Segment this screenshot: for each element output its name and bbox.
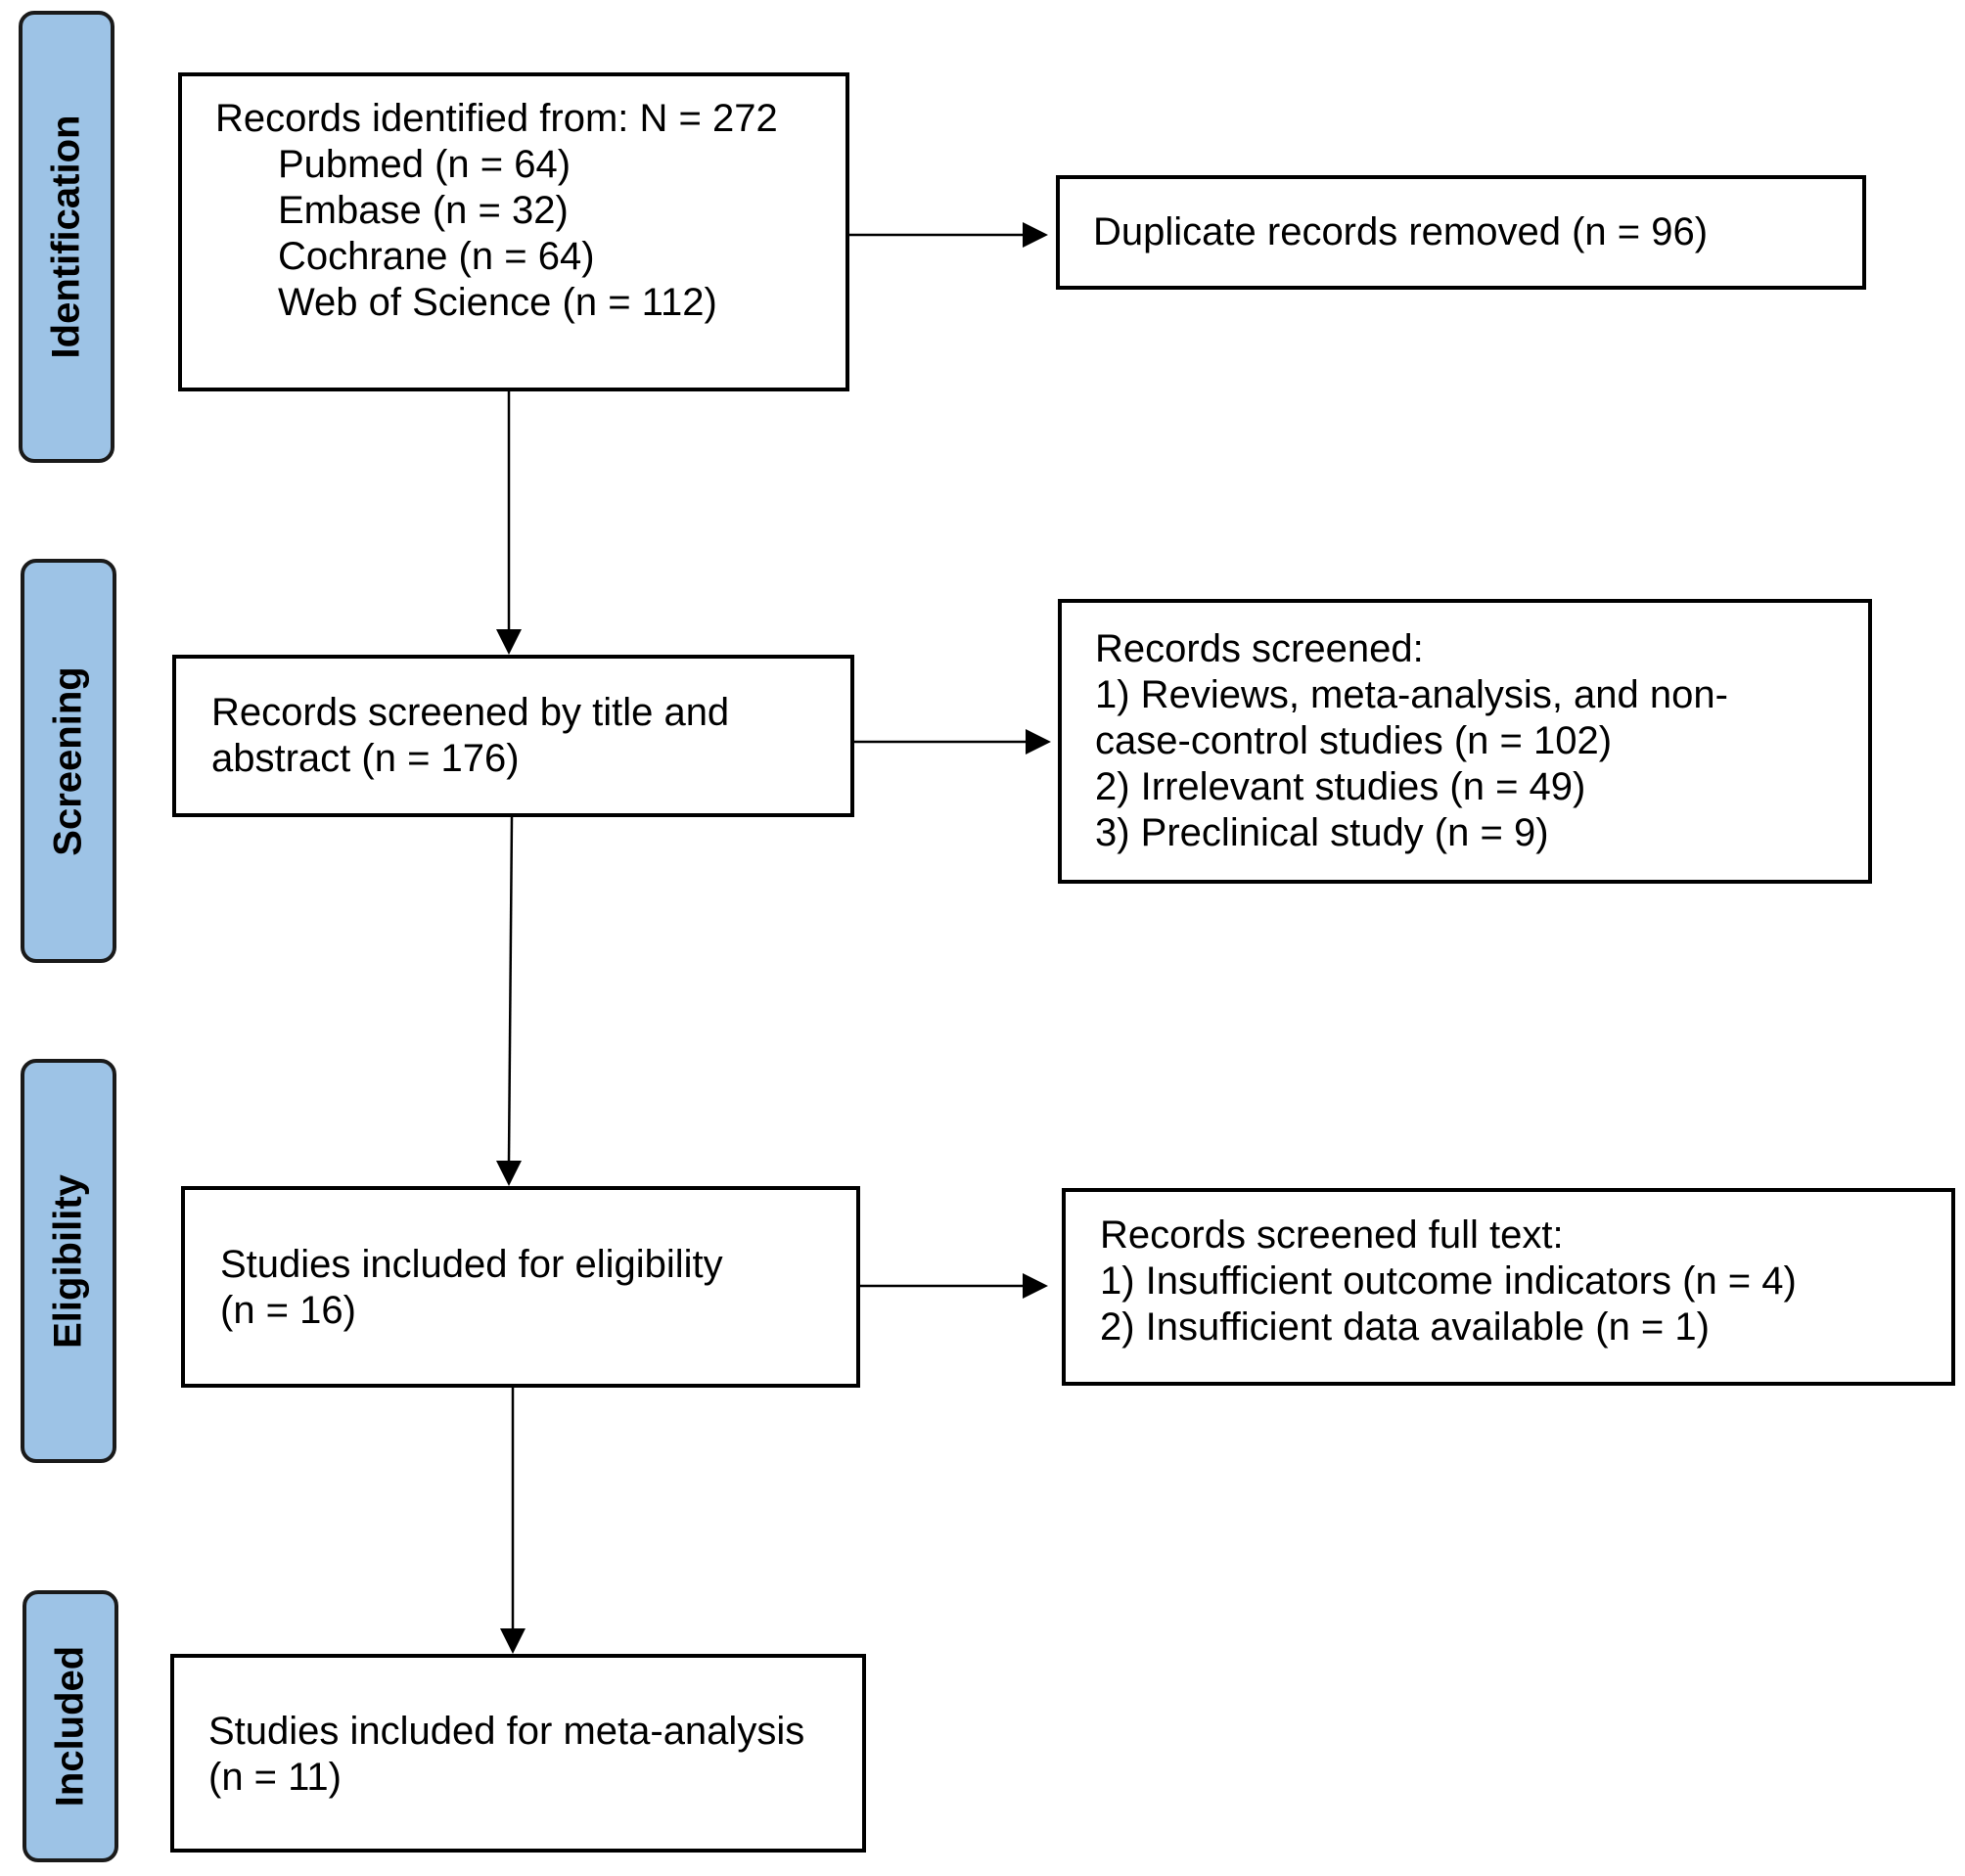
included-line-1: Studies included for meta-analysis bbox=[208, 1710, 805, 1753]
eligibility-excluded-heading: Records screened full text: bbox=[1100, 1213, 1564, 1257]
records-identified-box: Records identified from: N = 272 Pubmed … bbox=[178, 72, 849, 391]
eligibility-line-2: (n = 16) bbox=[220, 1289, 356, 1332]
screening-excluded-heading: Records screened: bbox=[1095, 627, 1424, 670]
records-screened-line-1: Records screened by title and bbox=[211, 691, 730, 734]
arrowhead-down-1 bbox=[496, 629, 522, 655]
eligibility-excluded-box: Records screened full text: 1) Insuffici… bbox=[1062, 1188, 1955, 1386]
screening-excluded-line-1: 1) Reviews, meta-analysis, and non- bbox=[1095, 673, 1728, 716]
duplicates-removed-text: Duplicate records removed (n = 96) bbox=[1093, 210, 1709, 253]
screening-excluded-box: Records screened: 1) Reviews, meta-analy… bbox=[1058, 599, 1872, 884]
source-cochrane: Cochrane (n = 64) bbox=[278, 235, 595, 278]
source-web-of-science: Web of Science (n = 112) bbox=[278, 281, 717, 324]
arrowhead-down-2 bbox=[496, 1161, 522, 1186]
stage-identification: Identification bbox=[19, 11, 114, 463]
arrow-screening-to-eligibility bbox=[507, 815, 514, 1162]
included-box: Studies included for meta-analysis (n = … bbox=[170, 1654, 866, 1853]
eligibility-excluded-line-1: 1) Insufficient outcome indicators (n = … bbox=[1100, 1259, 1797, 1303]
records-identified-heading: Records identified from: N = 272 bbox=[215, 97, 778, 140]
screening-excluded-line-2: case-control studies (n = 102) bbox=[1095, 719, 1613, 762]
included-line-2: (n = 11) bbox=[208, 1756, 342, 1799]
eligibility-line-1: Studies included for eligibility bbox=[220, 1243, 723, 1286]
eligibility-box: Studies included for eligibility (n = 16… bbox=[181, 1186, 860, 1388]
stage-eligibility: Eligibility bbox=[21, 1059, 116, 1463]
stage-included: Included bbox=[23, 1590, 118, 1862]
screening-excluded-line-3: 2) Irrelevant studies (n = 49) bbox=[1095, 765, 1586, 808]
records-screened-box: Records screened by title and abstract (… bbox=[172, 655, 854, 817]
duplicates-removed-box: Duplicate records removed (n = 96) bbox=[1056, 175, 1866, 290]
arrowhead-down-3 bbox=[500, 1628, 526, 1654]
records-screened-line-2: abstract (n = 176) bbox=[211, 737, 520, 780]
stage-screening: Screening bbox=[21, 559, 116, 963]
arrowhead-right-1 bbox=[1023, 222, 1048, 248]
screening-excluded-line-4: 3) Preclinical study (n = 9) bbox=[1095, 811, 1549, 854]
source-embase: Embase (n = 32) bbox=[278, 189, 569, 232]
arrowhead-right-3 bbox=[1023, 1273, 1048, 1299]
eligibility-excluded-line-2: 2) Insufficient data available (n = 1) bbox=[1100, 1305, 1710, 1349]
source-pubmed: Pubmed (n = 64) bbox=[278, 143, 571, 186]
arrowhead-right-2 bbox=[1026, 729, 1051, 755]
